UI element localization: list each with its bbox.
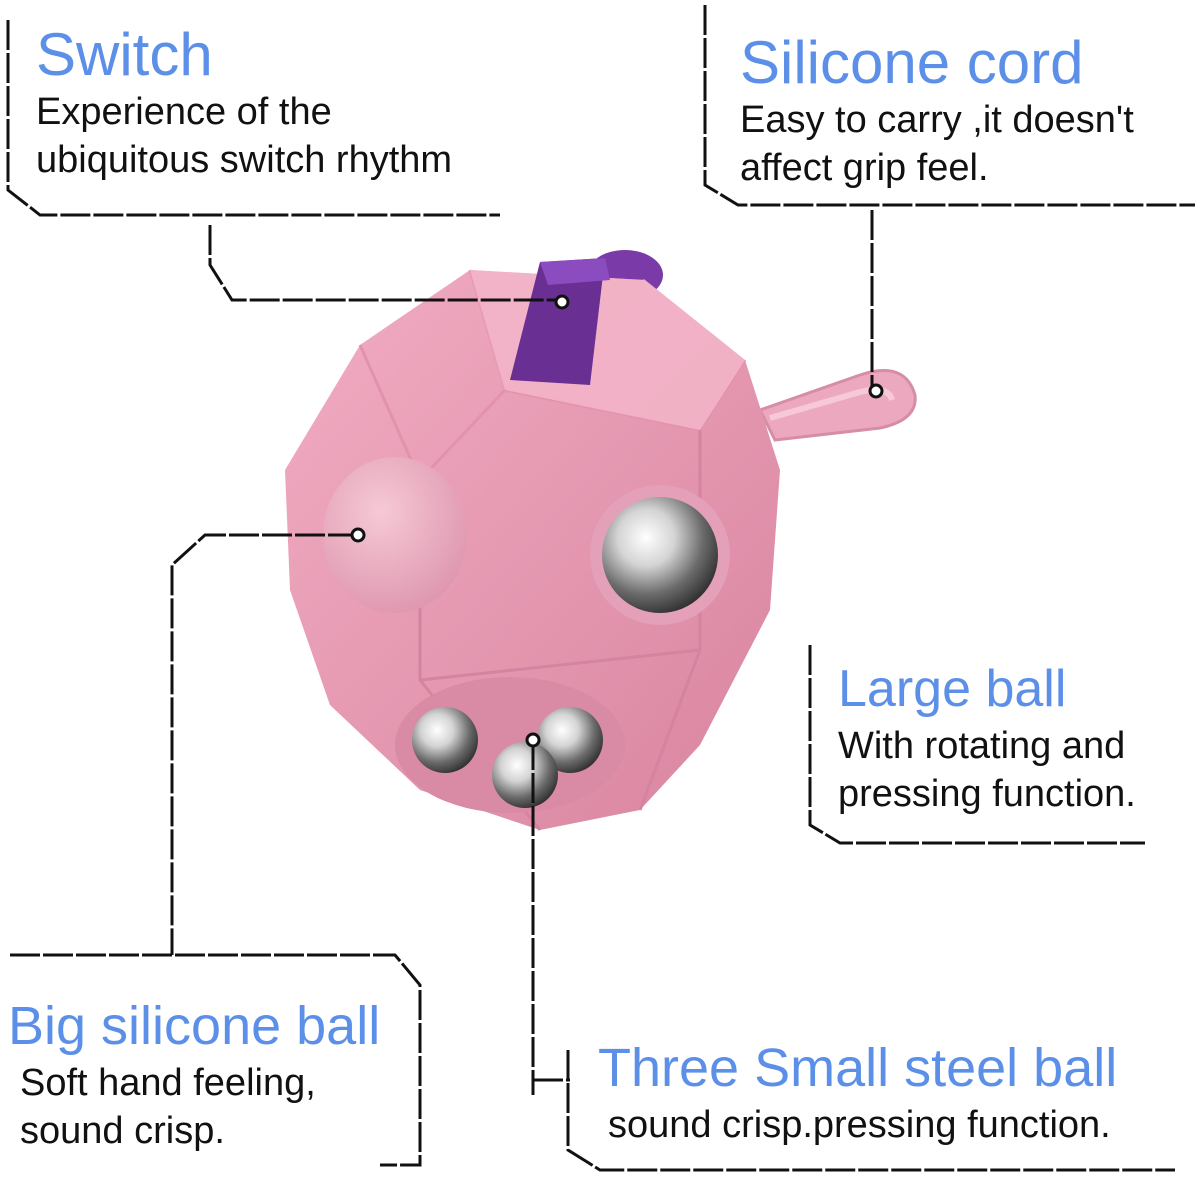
silicone-cord-title: Silicone cord (740, 29, 1084, 96)
silicone-cord-callout-frame (703, 5, 1195, 207)
three-small-steel-ball-callout-frame (566, 1050, 1175, 1172)
big-silicone-ball-title: Big silicone ball (8, 996, 381, 1056)
fidget-cube-body (285, 250, 917, 831)
silicone-cord-callout: Silicone cord Easy to carry ,it doesn't … (740, 30, 1134, 192)
switch-title: Switch (36, 21, 213, 88)
switch-callout-frame (6, 20, 500, 217)
big-silicone-ball-leader-line (170, 533, 358, 955)
three-small-steel-ball-callout: Three Small steel ball sound crisp.press… (598, 1035, 1117, 1149)
big-silicone-ball (323, 457, 467, 613)
three-small-steel-ball-anchor-dot (525, 732, 541, 748)
big-silicone-ball-callout-frame (10, 953, 422, 1167)
large-steel-ball (590, 485, 730, 625)
three-small-steel-balls (395, 677, 625, 813)
silicone-cord-desc-line2: affect grip feel. (740, 147, 989, 189)
big-silicone-ball-callout: Big silicone ball Soft hand feeling, sou… (8, 993, 380, 1155)
switch-desc-line2: ubiquitous switch rhythm (36, 139, 453, 181)
silicone-cord (757, 369, 917, 442)
large-ball-desc-line1: With rotating and (838, 725, 1126, 767)
silicone-cord-anchor-dot (868, 383, 884, 399)
large-ball-callout: Large ball With rotating and pressing fu… (838, 656, 1136, 818)
large-ball-desc-line2: pressing function. (838, 773, 1136, 815)
three-small-steel-ball-desc-line1: sound crisp.pressing function. (608, 1104, 1111, 1146)
three-small-steel-ball-title: Three Small steel ball (598, 1038, 1118, 1098)
big-silicone-ball-desc-line2: sound crisp. (20, 1110, 225, 1152)
silicone-cord-desc-line1: Easy to carry ,it doesn't (740, 99, 1134, 141)
switch-desc-line1: Experience of the (36, 91, 332, 133)
big-silicone-ball-desc-line1: Soft hand feeling, (20, 1062, 316, 1104)
switch-anchor-dot (554, 294, 570, 310)
large-ball-title: Large ball (838, 660, 1067, 718)
switch-toggle (510, 258, 610, 385)
callout-lines (6, 5, 1195, 1172)
callout-anchor-dots (350, 294, 884, 748)
large-ball-callout-frame (808, 645, 1145, 845)
big-silicone-ball-anchor-dot (350, 527, 366, 543)
switch-callout: Switch Experience of the ubiquitous swit… (36, 22, 452, 184)
switch-leader-line (208, 225, 562, 302)
